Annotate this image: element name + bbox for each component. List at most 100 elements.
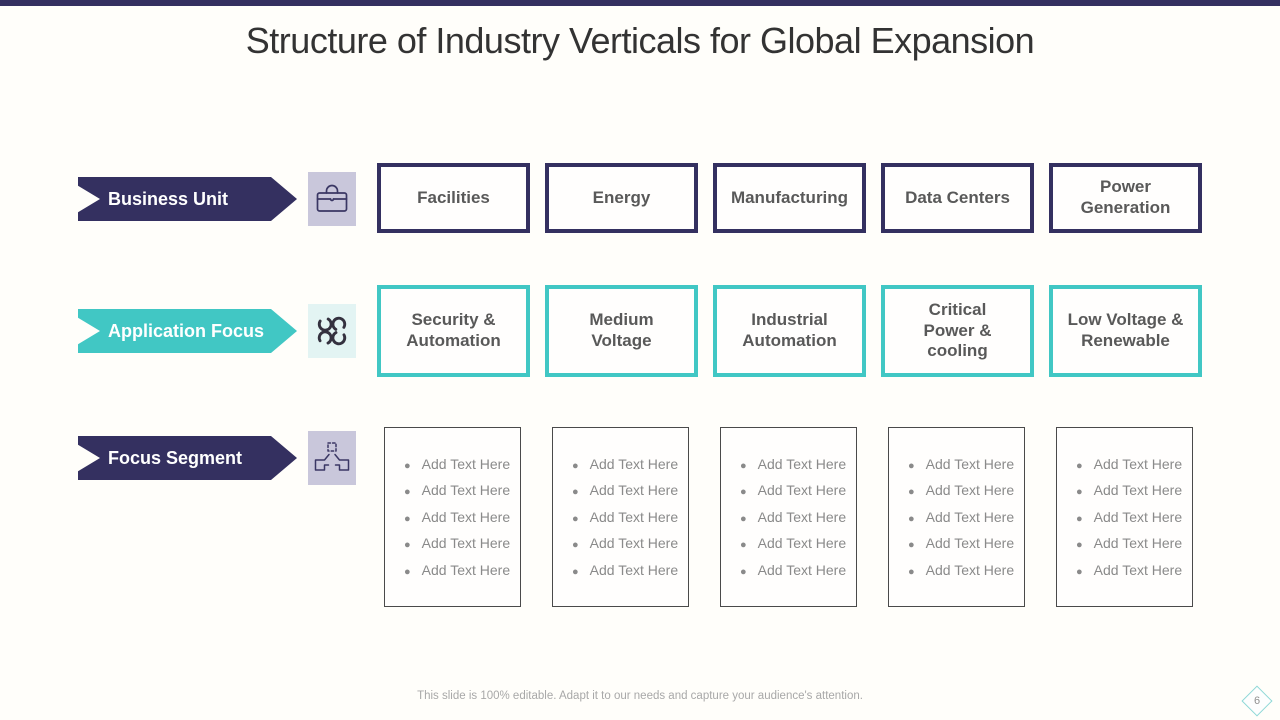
footer-note: This slide is 100% editable. Adapt it to… <box>417 690 863 702</box>
placeholder-list: ● Add Text Here ● Add Text Here ● Add Text … <box>908 455 1018 579</box>
placeholder-list: ● Add Text Here ● Add Text Here ● Add Text … <box>572 455 682 579</box>
box-label: Data Centers <box>905 187 1010 207</box>
list-item: ●Add Text Here <box>740 534 850 553</box>
bullet-icon: ● <box>740 512 747 525</box>
box-label: Security & Automation <box>406 310 501 350</box>
page-number: 6 <box>1253 695 1261 707</box>
list-item-text: Add Text Here <box>757 482 847 499</box>
list-item: ●Add Text Here <box>572 481 682 500</box>
bullet-icon: ● <box>572 486 579 499</box>
row-label-text: Business Unit <box>108 188 229 209</box>
focus-segment-box-1[interactable]: ● Add Text Here ● Add Text Here ● Add Text … <box>384 427 521 607</box>
focus-segment-icon-tile[interactable] <box>308 431 356 485</box>
bullet-icon: ● <box>404 539 411 552</box>
application-box-industrial-automation[interactable]: Industrial Automation <box>713 285 866 377</box>
list-item-text: Add Text Here <box>1093 456 1183 472</box>
list-item-text: Add Text Here <box>421 535 511 552</box>
focus-segment-box-5[interactable]: ●Add Text Here ●Add Text Here ●Add Text … <box>1056 427 1193 607</box>
list-item-text: Add Text Here <box>589 456 679 472</box>
bullet-icon: ● <box>908 539 915 552</box>
list-item: ●Add Text Here <box>1076 561 1186 580</box>
bullet-icon: ● <box>908 460 915 472</box>
business-unit-box-manufacturing[interactable]: Manufacturing <box>713 163 866 233</box>
row-label-text: Application Focus <box>108 320 265 341</box>
list-item-text: Add Text Here <box>421 561 511 578</box>
application-box-critical-power-cooling[interactable]: Critical Power & cooling <box>881 285 1034 377</box>
business-unit-box-power-generation[interactable]: Power Generation <box>1049 163 1202 233</box>
list-item: ● Add Text Here <box>404 534 514 553</box>
bullet-icon: ● <box>404 512 411 525</box>
list-item: ●Add Text Here <box>572 508 682 527</box>
list-item: ● Add Text Here <box>740 561 850 580</box>
list-item-text: Add Text Here <box>757 561 847 578</box>
box-label: Low Voltage & Renewable <box>1067 310 1184 350</box>
list-item-text: Add Text Here <box>1093 561 1183 578</box>
bullet-icon: ● <box>740 565 747 578</box>
focus-segment-box-3[interactable]: ● Add Text Here ● Add Text Here ● Add Text … <box>720 427 857 607</box>
focus-segment-box-4[interactable]: ● Add Text Here ● Add Text Here ● Add Text … <box>888 427 1025 607</box>
list-item: ●Add Text Here <box>740 455 850 474</box>
box-label: Industrial Automation <box>742 310 837 350</box>
list-item: ●Add Text Here <box>404 481 514 500</box>
list-item-text: Add Text Here <box>925 561 1015 578</box>
bullet-icon: ● <box>572 460 579 472</box>
bullet-icon: ● <box>740 460 747 472</box>
box-label: Manufacturing <box>730 187 849 207</box>
list-item-text: Add Text Here <box>925 535 1015 552</box>
row-label-application-focus[interactable]: Application Focus <box>78 309 297 353</box>
application-box-low-voltage-renewable[interactable]: Low Voltage & Renewable <box>1049 285 1202 377</box>
box-label: Critical Power & cooling <box>923 299 992 361</box>
list-item: ● Add Text Here <box>572 534 682 553</box>
row-label-text: Focus Segment <box>108 447 243 468</box>
bullet-icon: ● <box>572 512 579 525</box>
list-item-text: Add Text Here <box>925 508 1015 525</box>
list-item: ● Add Text Here <box>740 508 850 527</box>
box-label: Facilities <box>417 187 490 207</box>
list-item-text: Add Text Here <box>589 561 679 578</box>
placeholder-list: ● Add Text Here ● Add Text Here ● Add Text … <box>404 455 514 579</box>
business-unit-icon-tile[interactable] <box>308 172 356 226</box>
row-label-business-unit[interactable]: Business Unit <box>78 177 297 221</box>
bullet-icon: ● <box>1076 460 1083 472</box>
application-box-security-automation[interactable]: Security & Automation <box>377 285 530 377</box>
application-box-medium-voltage[interactable]: Medium Voltage <box>545 285 698 377</box>
business-unit-box-data-centers[interactable]: Data Centers <box>881 163 1034 233</box>
four-circles-icon <box>315 314 349 348</box>
placeholder-list: ● Add Text Here ● Add Text Here ● Add Text … <box>740 455 850 579</box>
list-item-text: Add Text Here <box>421 508 511 525</box>
row-label-focus-segment[interactable]: Focus Segment <box>78 436 297 480</box>
bullet-icon: ● <box>1076 512 1083 525</box>
bullet-icon: ● <box>908 512 915 525</box>
bullet-icon: ● <box>404 486 411 499</box>
list-item-text: Add Text Here <box>757 508 847 525</box>
list-item-text: Add Text Here <box>421 456 511 472</box>
bullet-icon: ● <box>572 539 579 552</box>
slide-title: Structure of Industry Verticals for Glob… <box>245 20 1035 61</box>
list-item: ● Add Text Here <box>572 455 682 474</box>
bullet-icon: ● <box>1076 539 1083 552</box>
bullet-icon: ● <box>740 539 747 552</box>
bullet-icon: ● <box>908 486 915 499</box>
list-item: ● Add Text Here <box>740 481 850 500</box>
list-item-text: Add Text Here <box>1093 535 1183 552</box>
box-label: Energy <box>592 187 651 207</box>
top-accent-bar <box>0 0 1280 6</box>
list-item-text: Add Text Here <box>1093 482 1183 499</box>
list-item-text: Add Text Here <box>925 456 1015 472</box>
briefcase-icon <box>314 183 350 215</box>
list-item: ●Add Text Here <box>908 481 1018 500</box>
bullet-icon: ● <box>740 486 747 499</box>
list-item: ●Add Text Here <box>404 455 514 474</box>
business-unit-box-facilities[interactable]: Facilities <box>377 163 530 233</box>
focus-hands-icon <box>312 440 352 476</box>
list-item: ● Add Text Here <box>572 561 682 580</box>
business-unit-box-energy[interactable]: Energy <box>545 163 698 233</box>
list-item: ●Add Text Here <box>404 561 514 580</box>
bullet-icon: ● <box>572 565 579 578</box>
focus-segment-box-2[interactable]: ● Add Text Here ● Add Text Here ● Add Text … <box>552 427 689 607</box>
list-item: ●Add Text Here <box>908 561 1018 580</box>
application-focus-icon-tile[interactable] <box>308 304 356 358</box>
list-item-text: Add Text Here <box>589 535 679 552</box>
list-item: ● Add Text Here <box>908 534 1018 553</box>
